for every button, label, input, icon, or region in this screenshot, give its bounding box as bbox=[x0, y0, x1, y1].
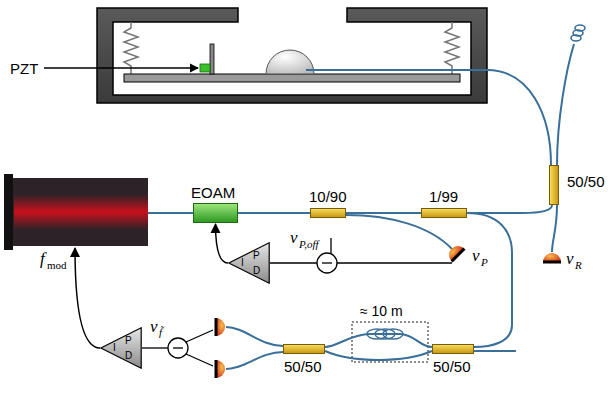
housing bbox=[97, 8, 487, 103]
part-label: 1/99 bbox=[429, 189, 458, 204]
fiber-connector bbox=[346, 212, 421, 214]
signal-wire bbox=[186, 330, 213, 342]
controller-letter: I bbox=[113, 343, 116, 353]
fiber-coupler: 50/50 bbox=[283, 344, 325, 354]
signal-name: v bbox=[566, 250, 574, 267]
controller-letter: P bbox=[253, 251, 260, 261]
fiber-connector bbox=[325, 334, 432, 347]
signal-subscript: P,off bbox=[299, 239, 319, 250]
signal-wire bbox=[337, 262, 452, 263]
laser-back-plate bbox=[4, 174, 13, 250]
signal-name: v bbox=[290, 229, 298, 246]
length-label: ≈ 10 m bbox=[360, 304, 403, 318]
signal-name: v bbox=[472, 247, 480, 264]
spring bbox=[445, 22, 459, 74]
offset-wire bbox=[330, 238, 331, 254]
feedback-arrow bbox=[75, 248, 100, 348]
part-label: EOAM bbox=[191, 185, 235, 200]
fiber bbox=[148, 212, 193, 214]
modulator-box: EOAM bbox=[193, 203, 238, 223]
fiber-connector bbox=[238, 212, 310, 214]
part-label: 50/50 bbox=[284, 359, 322, 374]
photodiode bbox=[216, 360, 225, 378]
photodiode bbox=[445, 242, 464, 261]
fiber bbox=[474, 350, 516, 352]
fiber bbox=[226, 327, 283, 346]
subtractor bbox=[317, 253, 337, 273]
signal-subscript: f̃ bbox=[159, 327, 162, 338]
signal-wire bbox=[270, 262, 317, 263]
pid-controller: PID bbox=[228, 242, 270, 284]
fiber bbox=[557, 44, 574, 165]
controller-letter: D bbox=[253, 266, 260, 276]
fiber bbox=[346, 215, 452, 249]
minus-sign bbox=[173, 347, 183, 348]
controller-letter: I bbox=[241, 258, 244, 268]
piezo-element bbox=[200, 64, 210, 72]
fiber bbox=[552, 205, 557, 252]
triangle-shape bbox=[100, 327, 142, 369]
triangle-shape bbox=[228, 242, 270, 284]
signal-subscript: R bbox=[575, 260, 582, 271]
signal-subscript: mod bbox=[47, 260, 67, 271]
laser-beam bbox=[14, 194, 148, 230]
minus-sign bbox=[322, 262, 332, 263]
fiber-connector bbox=[325, 351, 432, 360]
part-label: 50/50 bbox=[433, 359, 471, 374]
photodiode bbox=[543, 253, 561, 262]
signal-name: f bbox=[40, 250, 45, 267]
mirror-post bbox=[210, 44, 214, 74]
signal-name: v bbox=[150, 318, 158, 335]
feedback-arrow bbox=[216, 224, 229, 263]
spring bbox=[124, 22, 138, 74]
pid-controller: PID bbox=[100, 327, 142, 369]
signal-subscript: P bbox=[481, 257, 488, 268]
fiber-coil bbox=[571, 25, 585, 41]
fiber-coupler: 50/50 bbox=[549, 165, 559, 205]
fiber bbox=[306, 70, 551, 165]
signal-wire bbox=[186, 354, 213, 366]
platform bbox=[124, 74, 460, 82]
fiber-connector bbox=[467, 213, 512, 347]
signal-wire bbox=[142, 347, 168, 348]
fiber-coupler: 50/50 bbox=[432, 344, 474, 354]
fiber-coupler: 10/90 bbox=[310, 208, 346, 218]
part-label: 10/90 bbox=[309, 189, 347, 204]
pzt-arrow bbox=[44, 67, 198, 68]
part-name: PZT bbox=[10, 61, 38, 76]
subtractor bbox=[168, 338, 188, 358]
controller-letter: D bbox=[125, 351, 132, 361]
laser bbox=[10, 178, 148, 246]
fiber-connector bbox=[467, 205, 552, 213]
controller-letter: P bbox=[125, 336, 132, 346]
fiber bbox=[226, 352, 283, 369]
photodiode bbox=[216, 318, 225, 336]
fiber-coupler: 1/99 bbox=[421, 208, 467, 218]
part-label: 50/50 bbox=[567, 174, 605, 189]
